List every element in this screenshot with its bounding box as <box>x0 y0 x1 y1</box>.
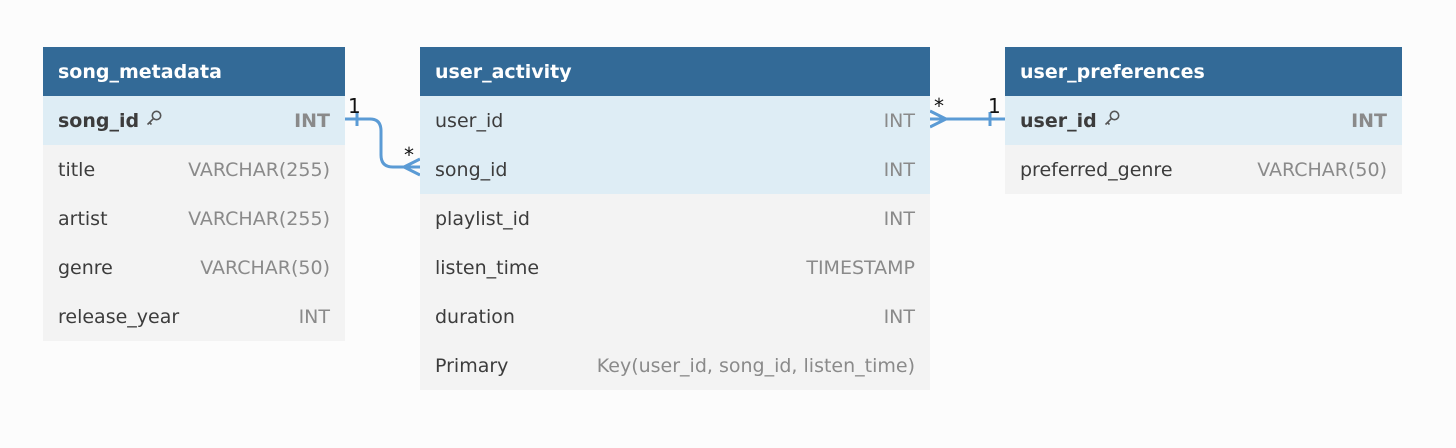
table-row[interactable]: user_id INT <box>1005 96 1402 145</box>
column-name: song_id <box>58 109 163 132</box>
table-title[interactable]: user_preferences <box>1005 47 1402 96</box>
column-type: INT <box>883 207 915 230</box>
table-row[interactable]: listen_time TIMESTAMP <box>420 243 930 292</box>
cardinality-one-user-preferences: 1 <box>988 94 1001 118</box>
cardinality-many-user-activity-song: * <box>404 143 414 167</box>
table-row[interactable]: release_year INT <box>43 292 345 341</box>
column-type: VARCHAR(255) <box>188 207 330 230</box>
column-type: INT <box>298 305 330 328</box>
column-name-text: user_id <box>1020 109 1097 132</box>
column-name-text: artist <box>58 207 108 230</box>
table-row[interactable]: user_id INT <box>420 96 930 145</box>
column-type: VARCHAR(50) <box>200 256 330 279</box>
column-name-text: duration <box>435 305 515 328</box>
column-name: listen_time <box>435 257 539 279</box>
key-icon <box>145 109 163 132</box>
cardinality-one-song-metadata: 1 <box>348 94 361 118</box>
table-user-preferences[interactable]: user_preferences user_id INT preferred_gen… <box>1005 47 1402 194</box>
table-row[interactable]: genre VARCHAR(50) <box>43 243 345 292</box>
column-name: duration <box>435 306 515 328</box>
table-row[interactable]: playlist_id INT <box>420 194 930 243</box>
table-row[interactable]: artist VARCHAR(255) <box>43 194 345 243</box>
column-type: VARCHAR(50) <box>1257 158 1387 181</box>
column-type: Key(user_id, song_id, listen_time) <box>596 354 915 377</box>
column-name-text: preferred_genre <box>1020 158 1173 181</box>
column-name: title <box>58 159 95 181</box>
key-icon <box>1103 109 1121 132</box>
column-name-text: song_id <box>58 109 140 132</box>
column-type: INT <box>883 109 915 132</box>
column-type: INT <box>883 158 915 181</box>
column-name: artist <box>58 208 108 230</box>
column-name-text: playlist_id <box>435 207 530 230</box>
column-type: TIMESTAMP <box>806 256 915 279</box>
column-name-text: user_id <box>435 109 504 132</box>
column-name-text: release_year <box>58 305 180 328</box>
table-row[interactable]: title VARCHAR(255) <box>43 145 345 194</box>
cardinality-many-user-activity-user: * <box>934 94 944 118</box>
table-title[interactable]: user_activity <box>420 47 930 96</box>
column-name: user_id <box>1020 109 1121 132</box>
column-type: INT <box>1351 109 1387 132</box>
table-row[interactable]: Primary Key(user_id, song_id, listen_time… <box>420 341 930 390</box>
column-type: INT <box>883 305 915 328</box>
column-name: playlist_id <box>435 208 530 230</box>
table-title[interactable]: song_metadata <box>43 47 345 96</box>
column-name-text: genre <box>58 256 113 279</box>
table-row[interactable]: song_id INT <box>420 145 930 194</box>
column-name: Primary <box>435 355 508 377</box>
column-name: preferred_genre <box>1020 159 1173 181</box>
column-name: release_year <box>58 306 179 328</box>
column-name-text: listen_time <box>435 256 540 279</box>
table-row[interactable]: preferred_genre VARCHAR(50) <box>1005 145 1402 194</box>
column-name: user_id <box>435 110 503 132</box>
column-type: INT <box>294 109 330 132</box>
table-row[interactable]: song_id INT <box>43 96 345 145</box>
column-type: VARCHAR(255) <box>188 158 330 181</box>
column-name-text: title <box>58 158 96 181</box>
column-name: genre <box>58 257 113 279</box>
column-name: song_id <box>435 159 507 181</box>
column-name-text: song_id <box>435 158 508 181</box>
table-row[interactable]: duration INT <box>420 292 930 341</box>
column-name-text: Primary <box>435 354 509 377</box>
